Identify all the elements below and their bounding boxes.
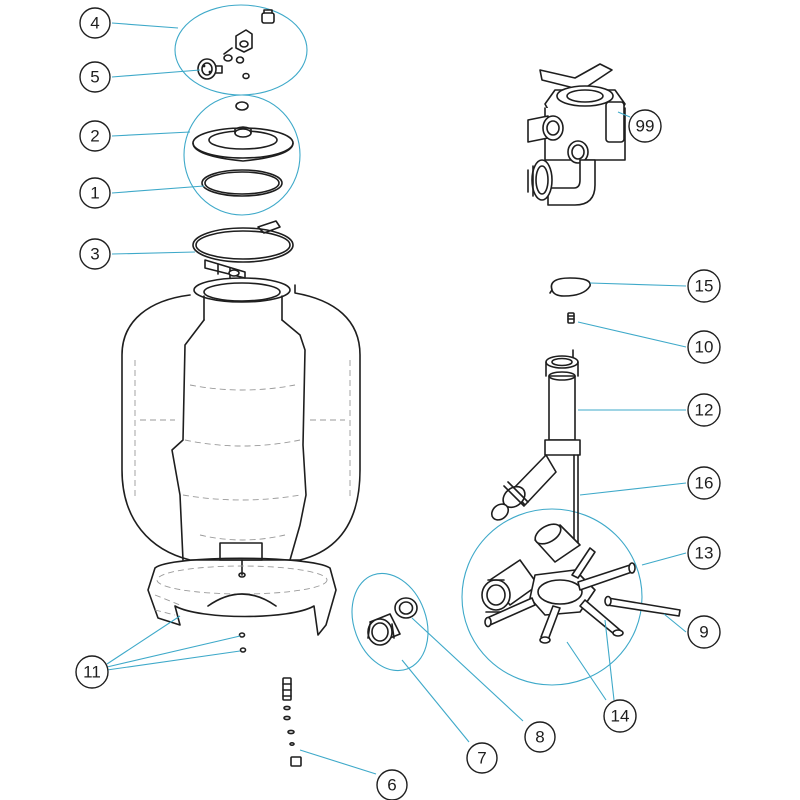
- callout-11-label: 11: [83, 663, 101, 682]
- callout-6: 6: [376, 769, 408, 800]
- leader-lines: [106, 22, 687, 775]
- callout-13-label: 13: [695, 544, 714, 563]
- callout-2: 2: [79, 120, 111, 152]
- callout-5: 5: [79, 61, 111, 93]
- part-2-lid: [192, 101, 294, 162]
- part-6-drain-assembly: [282, 677, 302, 767]
- callout-10: 10: [687, 330, 721, 364]
- callout-16: 16: [687, 466, 721, 500]
- part-8-gasket: [394, 597, 418, 619]
- part-3-clamp: [192, 220, 294, 279]
- callout-14-label: 14: [611, 707, 630, 726]
- callout-4-label: 4: [90, 14, 99, 33]
- callout-1: 1: [79, 177, 111, 209]
- callout-3-label: 3: [90, 245, 99, 264]
- filter-tank: [121, 277, 361, 578]
- callout-9: 9: [687, 615, 721, 649]
- callout-7: 7: [466, 742, 498, 774]
- part-12-central-pipe: [490, 349, 581, 521]
- callout-99-label: 99: [636, 117, 655, 136]
- callout-9-label: 9: [699, 623, 708, 642]
- callout-16-label: 16: [695, 474, 714, 493]
- part-16-rod: [573, 454, 579, 546]
- part-1-o-ring: [201, 169, 283, 197]
- callout-12-label: 12: [695, 401, 714, 420]
- group-outline-lid: [183, 94, 301, 216]
- callout-8: 8: [524, 721, 556, 753]
- callout-15: 15: [687, 269, 721, 303]
- part-13-lateral-hub: [481, 523, 636, 644]
- callout-7-label: 7: [477, 749, 486, 768]
- callout-14: 14: [603, 699, 637, 733]
- callout-4: 4: [79, 7, 111, 39]
- group-outline-lateral-hub: [461, 508, 643, 686]
- part-99-multiport-valve: [527, 63, 626, 206]
- callout-1-label: 1: [90, 184, 99, 203]
- callout-8-label: 8: [535, 728, 544, 747]
- callout-3: 3: [79, 238, 111, 270]
- callout-6-label: 6: [387, 776, 396, 795]
- callout-15-label: 15: [695, 277, 714, 296]
- part-9-lateral: [604, 595, 681, 617]
- callout-13: 13: [687, 536, 721, 570]
- callout-11: 11: [75, 655, 109, 689]
- callout-2-label: 2: [90, 127, 99, 146]
- callout-5-label: 5: [90, 68, 99, 87]
- part-10-vent-screw: [567, 312, 575, 324]
- part-7-union: [367, 613, 401, 646]
- part-4-fittings: [223, 9, 275, 80]
- callout-99: 99: [628, 109, 662, 143]
- part-15-cap: [549, 277, 591, 297]
- callout-12: 12: [687, 393, 721, 427]
- group-outline-drain-parts: [351, 572, 429, 672]
- callout-10-label: 10: [695, 338, 714, 357]
- part-11-base: [147, 557, 337, 653]
- part-5-pressure-gauge: [197, 58, 223, 80]
